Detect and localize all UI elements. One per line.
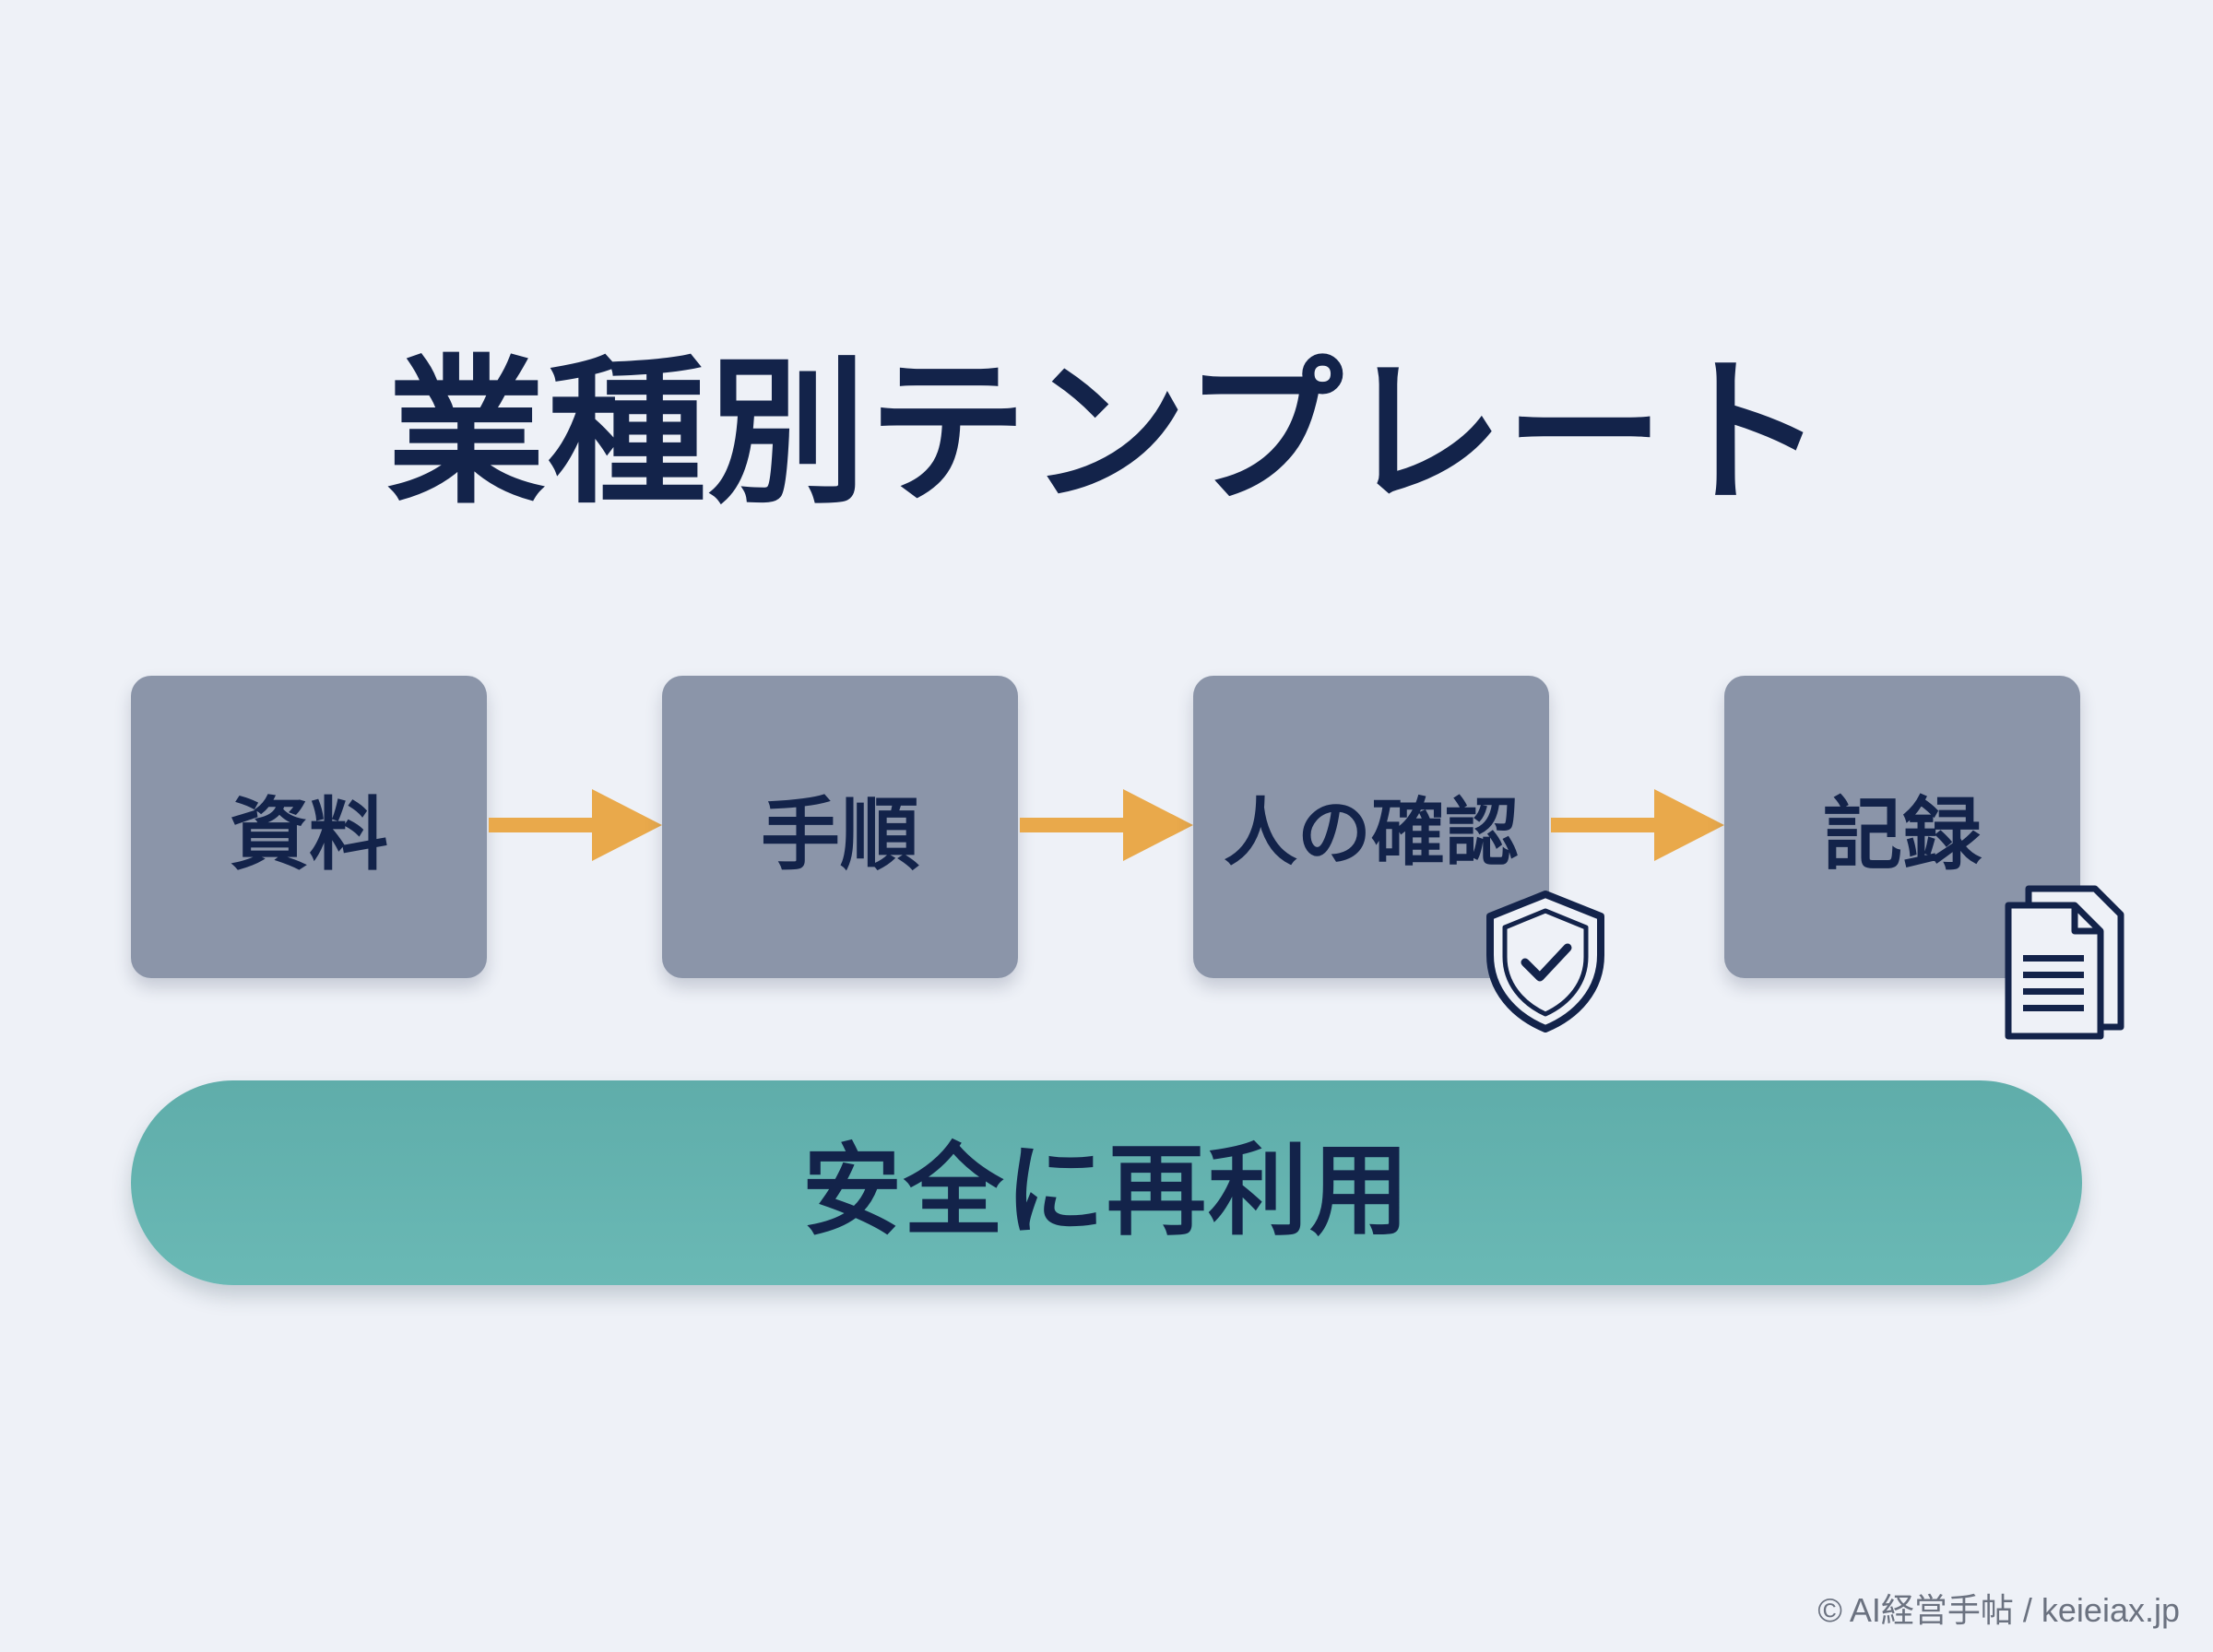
step-box-human-check: 人の確認 <box>1193 676 1549 978</box>
step-label: 資料 <box>230 788 388 881</box>
step-label: 人の確認 <box>1224 790 1519 876</box>
flow-arrow <box>1551 785 1724 865</box>
flow-arrow <box>1020 785 1193 865</box>
step-label: 手順 <box>761 788 919 881</box>
shield-check-icon <box>1479 887 1612 1040</box>
step-box-materials: 資料 <box>131 676 487 978</box>
step-label: 記録 <box>1823 788 1982 881</box>
reuse-banner: 安全に再利用 <box>131 1080 2082 1285</box>
banner-label: 安全に再利用 <box>801 1134 1411 1249</box>
documents-icon <box>1999 878 2128 1044</box>
copyright-text: © AI経営手帖 / keieiax.jp <box>1817 1591 2180 1629</box>
step-box-procedure: 手順 <box>662 676 1018 978</box>
flow-arrow <box>489 785 662 865</box>
page-title: 業種別テンプレート <box>386 340 1827 525</box>
